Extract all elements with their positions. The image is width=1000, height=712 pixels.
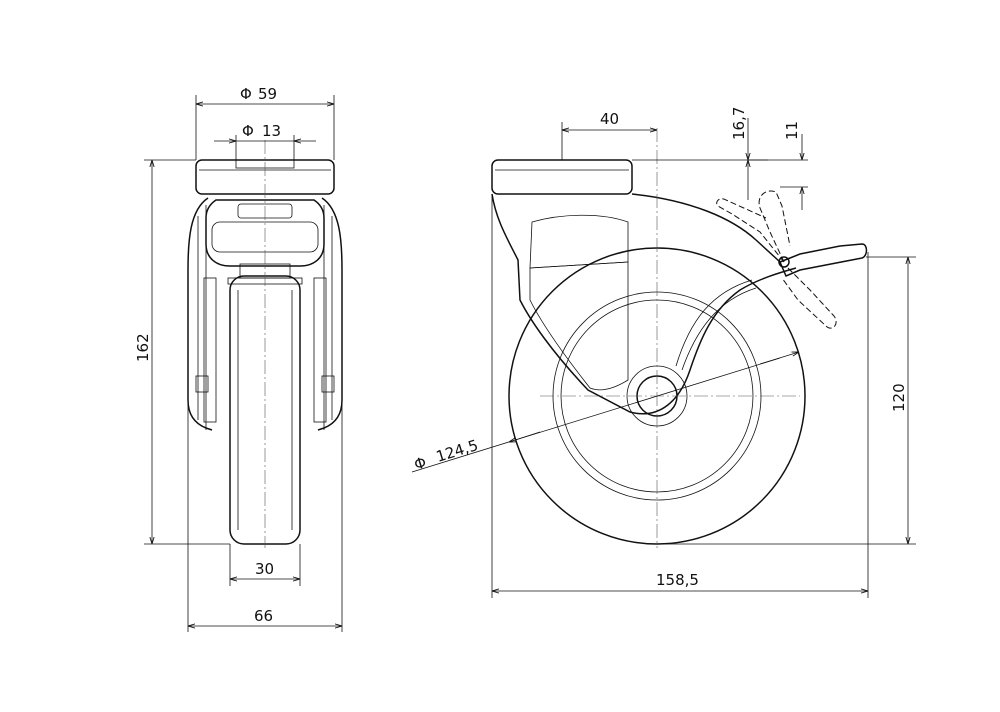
dim-bolt-hole: 13 [262,122,281,140]
side-top-plate [491,159,633,195]
dim-total-length: 158,5 [656,571,699,589]
front-fork-right [317,197,343,431]
dim-total-width: 66 [254,607,273,625]
diameter-symbol: Φ [242,122,254,140]
dim-total-height: 162 [134,333,152,362]
dim-wheel-width: 30 [255,560,274,578]
dim-offset: 40 [600,110,619,128]
front-brake-housing [205,199,325,267]
brake-pivot [778,256,790,268]
side-fork [491,193,797,415]
dim-brake-height-1: 16,7 [730,107,748,140]
diameter-symbol: Φ [412,453,429,474]
front-view [187,140,343,548]
side-view [491,128,868,548]
brake-lever-up-ghost [758,190,791,263]
dim-axle-height: 120 [890,383,908,412]
brake-lever-down-ghost [781,267,837,329]
front-dimensions: Φ 59 Φ 13 162 30 66 [134,85,343,632]
dim-wheel-diameter: 124,5 [434,436,480,466]
front-fork-left [187,197,213,431]
dim-top-diameter: 59 [258,85,277,103]
dim-brake-height-2: 11 [783,121,801,140]
side-brake-lever [779,243,868,277]
side-dimensions: 40 16,7 11 Φ 124,5 120 158,5 [411,107,916,598]
diameter-symbol: Φ [240,85,252,103]
